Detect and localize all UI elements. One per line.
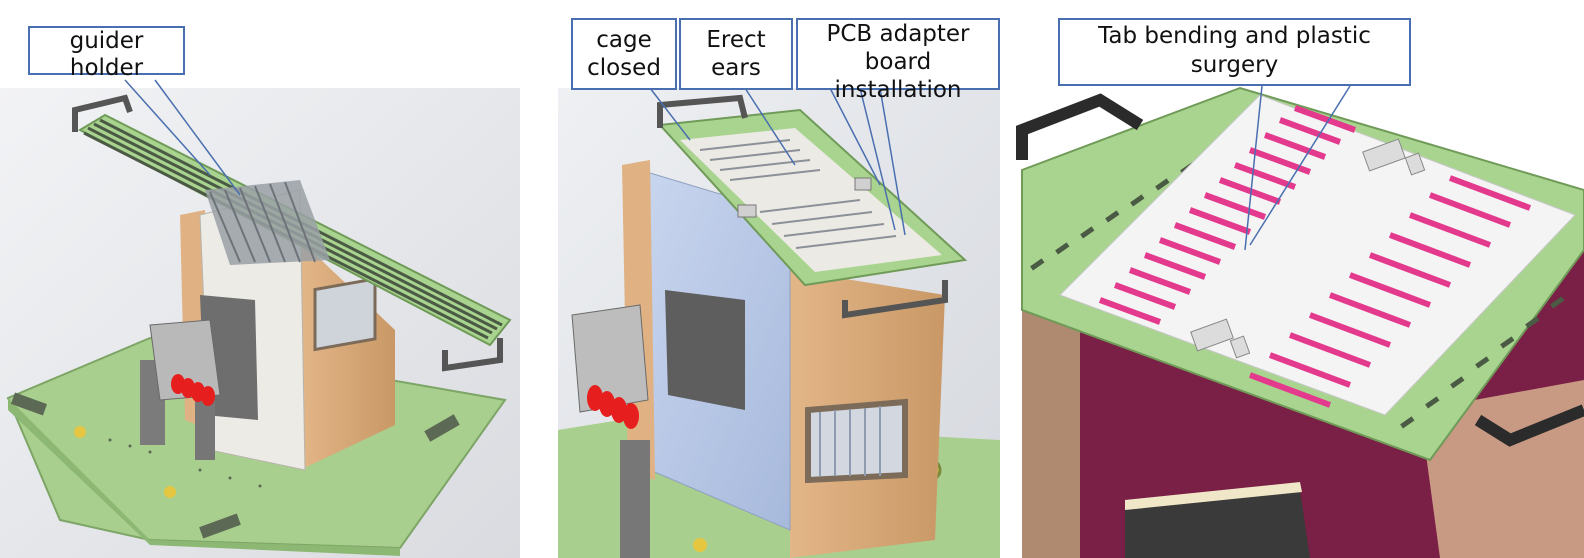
led-group-1 [171,374,215,406]
callout-pcb-adapter: PCB adapter board installation [796,18,1000,103]
panel-guider-holder [0,88,520,558]
callout-erect-ears: Erect ears [679,18,793,90]
leader-lines-tab [1244,85,1351,251]
leader-lines-cage [649,87,906,236]
leader-lines-guider [124,79,241,196]
callout-tab-bending: Tab bending and plastic surgery [1058,18,1411,86]
panel-cage-closed [558,88,1000,558]
panel-tab-bending [1016,86,1584,558]
led-group-2 [587,385,639,429]
callout-cage-closed: cage closed [571,18,677,90]
callout-guider-holder: guider holder [28,26,185,81]
